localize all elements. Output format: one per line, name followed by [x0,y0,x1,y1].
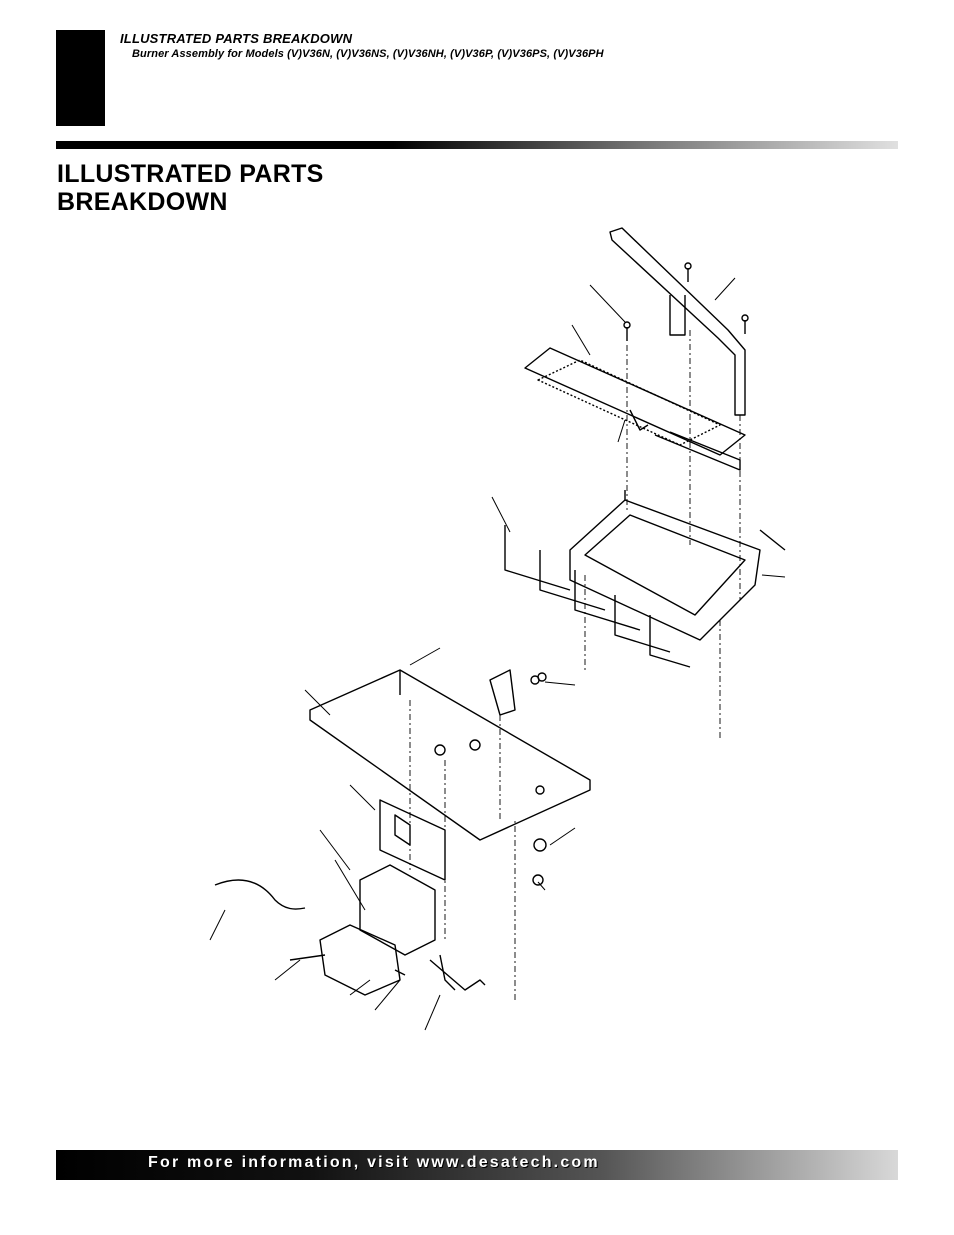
assembly-lines [409,330,741,1000]
valve-cover [359,864,436,956]
pilot-assembly [489,669,547,716]
top-screws [623,262,749,341]
top-bracket-tube [609,227,746,416]
leader-lines [209,277,786,1031]
footer-bar [56,1150,898,1180]
burner-pan [569,490,786,641]
burner-tubes [504,525,691,668]
burner-plate [524,347,746,471]
mounting-bracket [379,799,446,881]
gas-pipe [429,954,486,991]
exploded-parts-diagram [209,227,786,1031]
section-title-line1: ILLUSTRATED PARTS [57,160,324,188]
running-subtitle: Burner Assembly for Models (V)V36N, (V)V… [132,48,604,60]
header-rule-bar [56,141,898,149]
base-plate [309,669,591,841]
gas-valve [289,924,401,996]
running-head: ILLUSTRATED PARTS BREAKDOWN [120,31,353,46]
flex-connector [214,879,306,910]
footer-more-info-text: For more information, visit www.desatech… [148,1154,600,1171]
section-title-line2: BREAKDOWN [57,188,228,216]
section-title: ILLUSTRATED PARTS BREAKDOWN [57,160,324,216]
section-tab-block [56,30,105,126]
fittings [394,838,547,976]
